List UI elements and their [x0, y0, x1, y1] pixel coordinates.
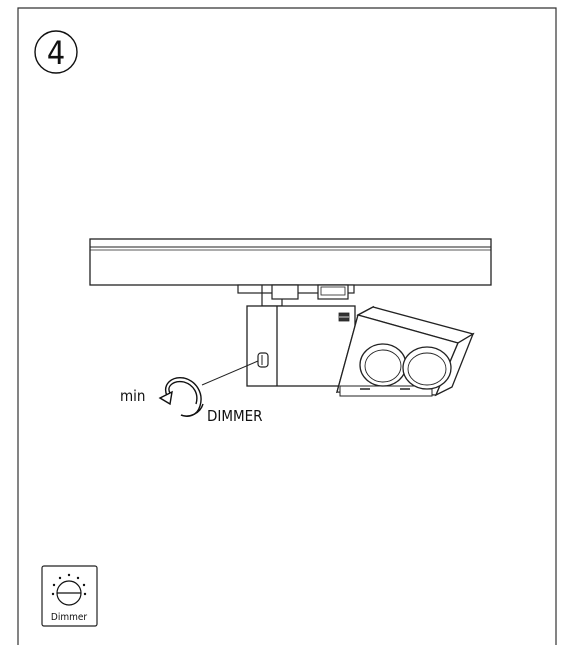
dimmer-badge: Dimmer	[41, 565, 98, 627]
track-adapter	[237, 284, 355, 307]
dimmer-knob	[257, 352, 269, 368]
panel-border	[17, 7, 557, 645]
lens-left	[359, 343, 407, 387]
dial-dots	[51, 573, 87, 596]
rotate-arrow-icon	[158, 377, 204, 417]
driver-housing	[246, 305, 356, 387]
step-number-text: 4	[47, 34, 65, 72]
dimmer-label: DIMMER	[207, 407, 263, 425]
spotlight-head	[336, 305, 475, 397]
lens-right	[402, 346, 452, 390]
min-label: min	[120, 387, 145, 405]
dimmer-dial-icon	[56, 580, 82, 606]
leader-line	[201, 360, 259, 386]
dimmer-badge-label: Dimmer	[51, 612, 87, 623]
step-number: 4	[34, 30, 78, 74]
track-rail	[89, 238, 492, 286]
